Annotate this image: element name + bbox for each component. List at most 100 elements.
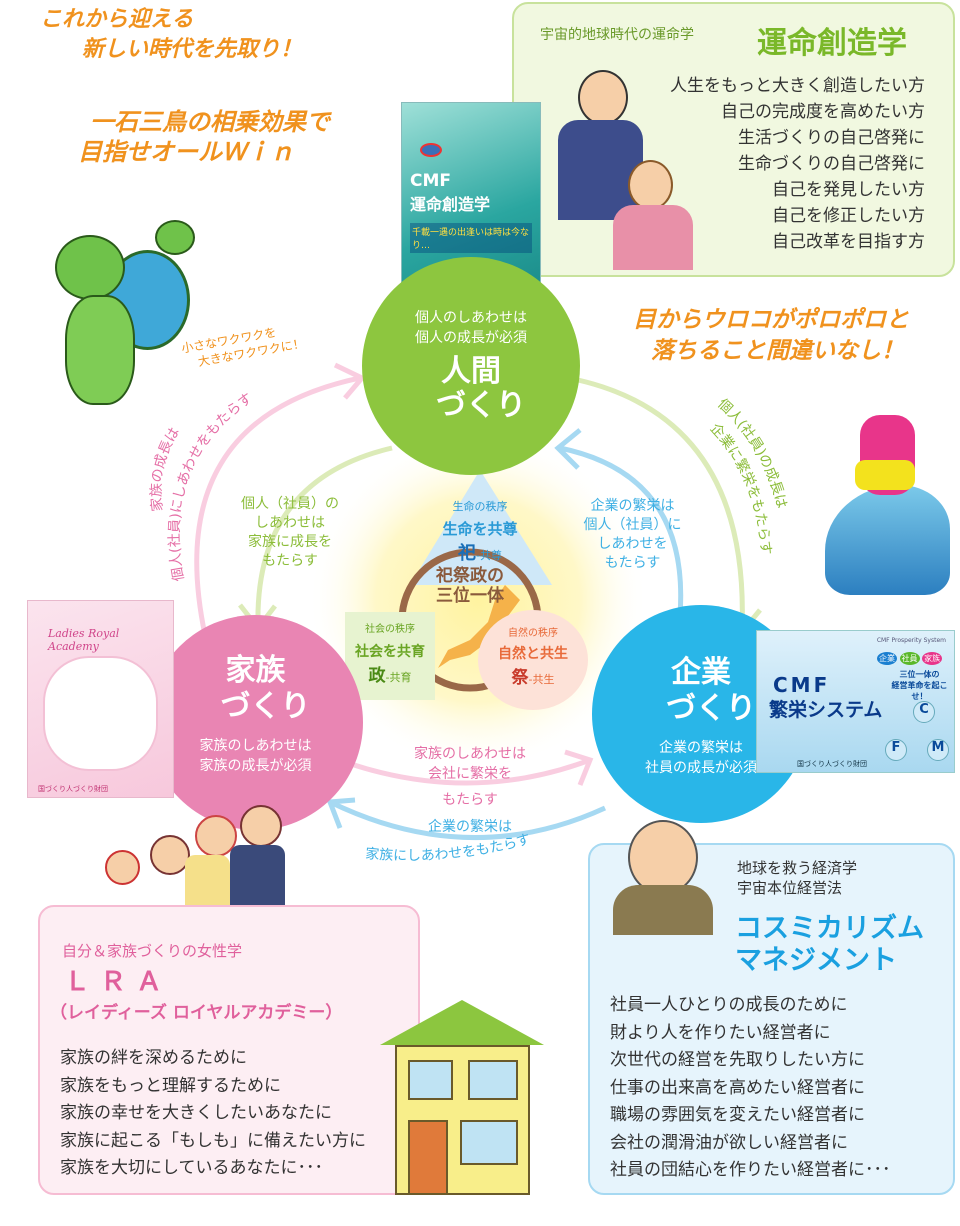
book-publisher: 国づくり人づくり財団 bbox=[797, 760, 867, 768]
arrow-human-to-family bbox=[255, 445, 393, 626]
list-item: 自己の完成度を高めたい方 bbox=[721, 102, 925, 122]
lra-box bbox=[38, 905, 420, 1195]
list-item: 会社の潤滑油が欲しい経営者に bbox=[610, 1132, 848, 1153]
headline-line1: これから迎える bbox=[40, 7, 194, 32]
book-tags: 企業 社員 家族 bbox=[877, 652, 943, 665]
book-cfm-node-m: M bbox=[927, 739, 949, 761]
arrow-family-to-human bbox=[194, 375, 361, 636]
core-title-line1: 祀祭政の bbox=[436, 566, 504, 586]
life-order-title: 生命を共尊 bbox=[442, 520, 518, 538]
headline-line4: 目指せオールＷｉｎ bbox=[78, 138, 294, 166]
list-item: 家族の幸せを大きくしたいあなたに bbox=[60, 1103, 332, 1123]
book-tagline: 三位一体の 経営革命を起こせ！ bbox=[885, 669, 954, 702]
cosmic-title: コスミカリズム マネジメント bbox=[735, 913, 924, 977]
human-building-circle[interactable]: 個人のしあわせは 個人の成長が必須 人間 づくり bbox=[362, 257, 580, 475]
book-title: 運命創造学 bbox=[410, 195, 491, 214]
turtles-illustration bbox=[45, 215, 195, 415]
arc-label: もたらす bbox=[262, 553, 318, 569]
businessman-illustration bbox=[598, 805, 728, 935]
life-order-kanji-row: 祀-共尊 bbox=[410, 539, 550, 565]
fate-title: 運命創造学 bbox=[757, 26, 907, 61]
list-item: 社員一人ひとりの成長のために bbox=[610, 995, 848, 1015]
book-cover-cmf-prosperity[interactable]: CMF Prosperity System 企業 社員 家族 三位一体の 経営革… bbox=[756, 630, 955, 773]
arrow-corp-to-family bbox=[328, 799, 607, 840]
book-cover-lra[interactable]: Ladies Royal Academy 国づくり人づくり財団 bbox=[27, 600, 174, 798]
society-order-label: 社会の秩序 bbox=[365, 624, 415, 635]
headline: これから迎える 新しい時代を先取り！ 一石三鳥の相乗効果で 目指せオールＷｉｎ bbox=[40, 5, 330, 167]
nature-suffix: -共生 bbox=[528, 673, 555, 686]
lra-list: 家族の絆を深めるために 家族をもっと理解するために 家族の幸せを大きくしたいあな… bbox=[60, 1045, 366, 1183]
arrow-corp-to-family-text-1: 企業の繁栄は bbox=[428, 819, 512, 835]
family-circle-title2: づくり bbox=[220, 689, 311, 724]
book-cfm-node-c: C bbox=[913, 701, 935, 723]
cosmic-title-line1: コスミカリズム bbox=[735, 913, 924, 944]
cosmic-list: 社員一人ひとりの成長のために 財より人を作りたい経営者に 次世代の経営を先取りし… bbox=[610, 992, 891, 1185]
house-illustration bbox=[380, 1000, 545, 1195]
list-item: 次世代の経営を先取りしたい方に bbox=[610, 1050, 865, 1070]
human-circle-title2: づくり bbox=[436, 388, 526, 423]
tagline-line: 経営革命を起こせ！ bbox=[891, 681, 948, 701]
list-item: 職場の雰囲気を変えたい経営者に bbox=[610, 1105, 865, 1125]
arc-label: 個人（社員）に bbox=[583, 517, 682, 533]
list-item: 人生をもっと大きく創造したい方 bbox=[670, 76, 925, 96]
nature-order: 自然の秩序 自然と共生 祭-共生 bbox=[478, 610, 588, 710]
society-suffix: -共育 bbox=[385, 671, 412, 684]
core-title-line2: 三位一体 bbox=[436, 586, 504, 606]
arc-label: 会社に繁栄を bbox=[428, 766, 512, 782]
book-cfm-node-f: F bbox=[885, 739, 907, 761]
lra-subtitle: 自分＆家族づくりの女性学 bbox=[62, 942, 243, 960]
slogan-line2: 落ちること間違いなし！ bbox=[651, 338, 904, 364]
book-header: CMF Prosperity System bbox=[876, 637, 946, 644]
arrow-human-to-corp bbox=[577, 377, 745, 631]
fate-list: 人生をもっと大きく創造したい方 自己の完成度を高めたい方 生活づくりの自己啓発に… bbox=[670, 73, 925, 255]
headline-line3: 一石三鳥の相乗効果で bbox=[90, 108, 330, 136]
family-circle-sub1: 家族のしあわせは bbox=[199, 738, 312, 754]
arrowhead bbox=[554, 428, 582, 470]
life-suffix: -共尊 bbox=[476, 549, 502, 562]
arrow-corp-to-human-text: 企業の繁栄は 個人（社員）に しあわせを もたらす bbox=[575, 497, 690, 573]
society-order-title: 社会を共育 bbox=[355, 644, 425, 660]
arrowhead bbox=[326, 797, 356, 829]
arc-label: 企業の繁栄は bbox=[590, 498, 675, 514]
list-item: 家族に起こる「もしも」に備えたい方に bbox=[60, 1130, 366, 1151]
list-item: 生命づくりの自己啓発に bbox=[738, 154, 925, 174]
slogan-right: 目からウロコがポロポロと 落ちること間違いなし！ bbox=[633, 305, 909, 367]
arrow-human-to-family-text: 個人（社員）の しあわせは 家族に成長を もたらす bbox=[225, 495, 355, 571]
arc-label: もたらす bbox=[604, 555, 661, 571]
arrow-corp-to-human bbox=[559, 445, 684, 616]
tagline-line: 三位一体の bbox=[899, 670, 940, 679]
list-item: 家族をもっと理解するために bbox=[60, 1075, 281, 1096]
nature-order-label: 自然の秩序 bbox=[508, 628, 558, 639]
life-order-label: 生命の秩序 bbox=[452, 500, 508, 513]
list-item: 財より人を作りたい経営者に bbox=[610, 1022, 831, 1043]
cosmic-subtitle-line1: 地球を救う経済学 bbox=[737, 859, 858, 877]
society-kanji: 政 bbox=[368, 666, 386, 686]
arc-label: しあわせを bbox=[597, 536, 668, 552]
surfer-illustration bbox=[810, 405, 950, 595]
business-people-illustration bbox=[548, 65, 698, 270]
arrow-family-to-corp-text: 家族のしあわせは 会社に繁栄を もたらす bbox=[400, 744, 540, 810]
book-photo-collage bbox=[43, 656, 158, 771]
corp-circle-title2: づくり bbox=[666, 691, 756, 726]
human-circle-sub1: 個人のしあわせは bbox=[415, 310, 527, 326]
foundation-logo-icon bbox=[420, 143, 442, 157]
list-item: 家族を大切にしているあなたに･･･ bbox=[60, 1158, 323, 1178]
arc-label: 家族に成長を bbox=[248, 534, 332, 550]
arrow-family-to-corp bbox=[344, 757, 591, 786]
list-item: 自己を修正したい方 bbox=[772, 206, 925, 226]
nature-kanji: 祭 bbox=[511, 668, 529, 688]
list-item: 仕事の出来高を高めたい経営者に bbox=[610, 1077, 865, 1098]
society-order: 社会の秩序 社会を共育 政-共育 bbox=[345, 612, 435, 700]
arc-label: もたらす bbox=[442, 792, 498, 808]
arc-label: しあわせは bbox=[255, 515, 325, 531]
book-title: Ladies Royal Academy bbox=[48, 627, 120, 653]
list-item: 生活づくりの自己啓発に bbox=[738, 128, 925, 148]
family-circle-title1: 家族 bbox=[225, 653, 286, 688]
arc-label: 個人（社員）の bbox=[241, 496, 339, 512]
slogan-line1: 目からウロコがポロポロと bbox=[633, 307, 909, 333]
book-title-en: CMF bbox=[410, 171, 452, 191]
cosmic-subtitle: 地球を救う経済学 宇宙本位経営法 bbox=[737, 858, 857, 898]
family-building-circle[interactable]: 家族 づくり 家族のしあわせは 家族の成長が必須 bbox=[148, 615, 363, 830]
human-circle-title1: 人間 bbox=[441, 354, 501, 389]
corp-circle-title1: 企業 bbox=[671, 655, 731, 690]
